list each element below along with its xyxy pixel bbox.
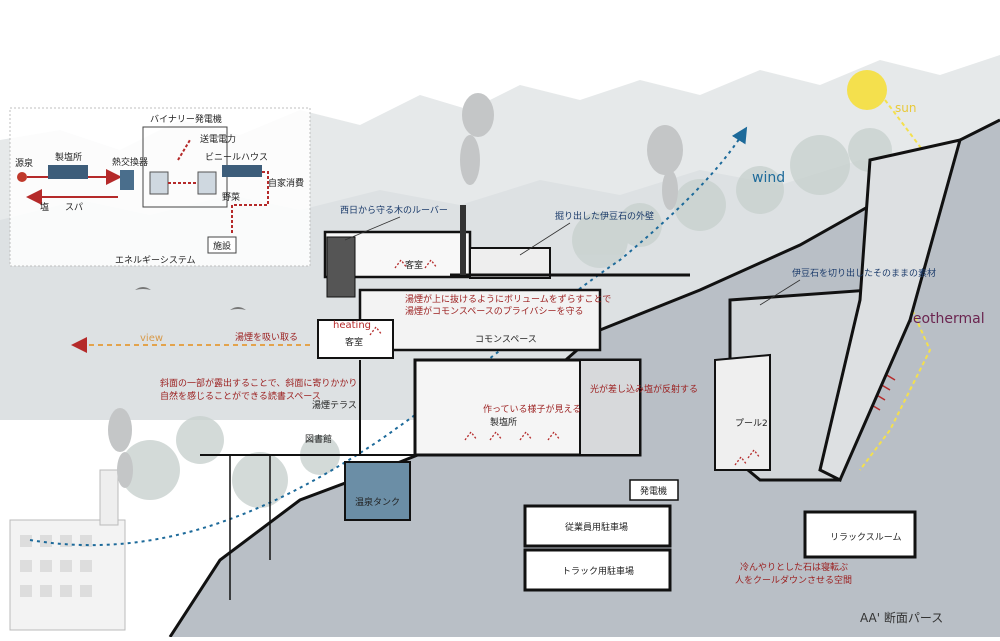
annotation-volume-shift-1: 湯煙が上に抜けるようにボリュームをずらすことで xyxy=(405,293,611,305)
room-guest-upper: 客室 xyxy=(405,259,423,271)
facility-label: 施設 xyxy=(213,240,231,252)
annotation-light-reflect: 光が差し込み塩が反射する xyxy=(590,383,698,395)
annotation-cool-stone-1: 冷んやりとした石は寝転ぶ xyxy=(740,561,848,573)
sun-label: sun xyxy=(895,101,916,115)
room-truck-parking: トラック用駐車場 xyxy=(562,565,634,577)
salt-plant-label: 製塩所 xyxy=(55,151,82,163)
energy-system-diagram: 源泉 製塩所 熱交換器 バイナリー発電機 送電電力 ビニールハウス 自家消費 野… xyxy=(9,107,311,267)
staff-parking-box xyxy=(523,504,672,548)
room-salt-plant: 製塩所 xyxy=(490,416,517,428)
greenhouse-icon xyxy=(222,165,262,177)
bird-icons xyxy=(135,287,246,310)
self-consumption-label: 自家消費 xyxy=(268,177,304,189)
sun-icon xyxy=(847,70,887,110)
trees xyxy=(120,128,892,508)
wind-label: wind xyxy=(752,170,785,186)
annotation-making-visible: 作っている様子が見える xyxy=(483,403,581,415)
salt-plant-icon xyxy=(48,165,88,179)
source-icon xyxy=(17,172,27,182)
generator-box xyxy=(629,479,679,501)
steam-plumes xyxy=(108,93,683,488)
truck-parking-box xyxy=(523,548,672,592)
spa-label: スパ xyxy=(65,202,83,213)
room-common-space: コモンスペース xyxy=(475,335,537,345)
annotation-slope-1: 斜面の一部が露出することで、斜面に寄りかかり xyxy=(160,377,357,389)
annotation-cool-stone-2: 人をクールダウンさせる空間 xyxy=(735,574,852,586)
caption: AA' 断面パース xyxy=(860,610,943,625)
salt-label: 塩 xyxy=(40,201,49,213)
annotation-volume-shift-2: 湯煙がコモンスペースのプライバシーを守る xyxy=(405,305,584,317)
room-generator: 発電機 xyxy=(640,485,667,497)
hot-spring-tank xyxy=(344,461,411,521)
heating-label: heating xyxy=(333,320,371,331)
room-guest-lower: 客室 xyxy=(345,336,363,348)
annotation-dug-wall: 掘り出した伊豆石の外壁 xyxy=(555,210,654,222)
vegetables-label: 野菜 xyxy=(222,191,240,203)
room-steam-terrace: 湯煙テラス xyxy=(312,400,357,411)
room-staff-parking: 従業員用駐車場 xyxy=(565,521,628,533)
annotation-slope-2: 自然を感じることができる読書スペース xyxy=(160,390,321,402)
building-section xyxy=(200,137,963,600)
room-hot-spring-tank: 温泉タンク xyxy=(355,496,400,508)
annotation-absorb-steam: 湯煙を吸い取る xyxy=(235,332,298,343)
heat-exchanger-icon xyxy=(120,170,134,190)
power-transmission-label: 送電電力 xyxy=(200,133,236,145)
relax-room-box xyxy=(803,510,917,559)
common-space-block xyxy=(358,288,602,352)
factory xyxy=(9,469,126,631)
room-pool: プール2 xyxy=(735,418,768,429)
annotation-izu-stone: 伊豆石を切り出したそのままの素材 xyxy=(792,267,936,279)
heat-flow-arrows xyxy=(369,258,761,466)
annotation-louver: 西日から守る木のルーバー xyxy=(340,204,448,216)
heat-exchanger-label: 熱交換器 xyxy=(112,156,148,168)
greenhouse-label: ビニールハウス xyxy=(205,152,268,163)
view-label: view xyxy=(140,333,163,344)
source-label: 源泉 xyxy=(15,157,33,169)
geothermal-label: Geothermal xyxy=(902,311,985,327)
room-library: 図書館 xyxy=(305,433,332,445)
binary-power-label: バイナリー発電機 xyxy=(150,113,222,125)
room-relax-room: リラックスルーム xyxy=(830,532,901,543)
louver-block xyxy=(326,236,356,298)
energy-system-title: エネルギーシステム xyxy=(115,255,196,266)
